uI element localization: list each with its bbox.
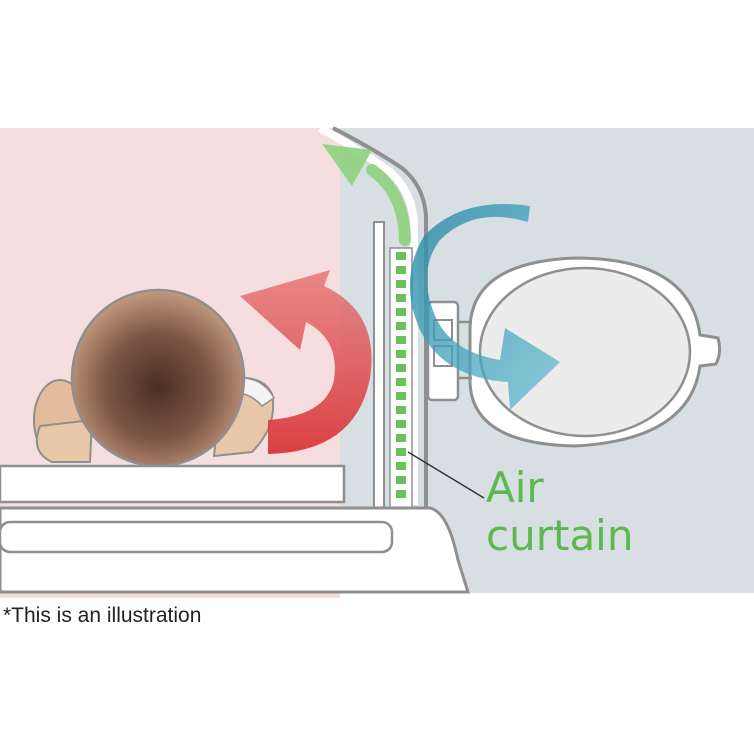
air-curtain-panel <box>373 221 385 513</box>
baby-head <box>70 288 246 468</box>
warm-air-arrow-icon <box>240 270 372 454</box>
porthole-door <box>468 256 722 448</box>
air-curtain-label-line2: curtain <box>486 511 634 560</box>
air-curtain-flow-dashes <box>396 252 406 498</box>
incubator-hood-outline <box>332 126 428 515</box>
air-curtain-leader-line <box>407 451 485 499</box>
cool-air-arrow-icon <box>409 204 560 410</box>
air-curtain-label-line1: Air <box>486 463 544 512</box>
mattress <box>0 464 346 504</box>
air-curtain-label: Air curtain <box>486 464 633 560</box>
illustration-note: *This is an illustration <box>3 604 202 627</box>
base-rail <box>0 520 394 554</box>
incubator-hood-inner-outline <box>318 124 418 505</box>
air-curtain-up-arrowhead-icon <box>322 144 372 186</box>
baby-figure <box>33 288 275 468</box>
air-curtain-up-arrow-icon <box>366 164 411 246</box>
